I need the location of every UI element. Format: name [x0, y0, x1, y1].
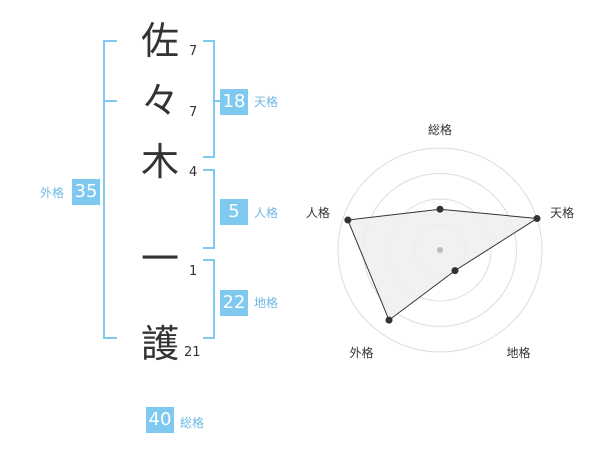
- soukaku-label: 総格: [180, 416, 205, 430]
- stroke-count-2: 7: [189, 105, 198, 120]
- gaikaku-label: 外格: [40, 186, 65, 200]
- name-char-4: 一: [141, 237, 180, 281]
- radar-axis-label: 総格: [428, 122, 452, 137]
- radar-axis-label: 外格: [349, 345, 373, 360]
- tenkaku-label: 天格: [254, 95, 279, 109]
- radar-point-3: [451, 267, 459, 275]
- radar-point-4: [385, 316, 393, 324]
- jinkaku-bracket: [203, 169, 215, 249]
- name-char-2: 々: [141, 79, 180, 123]
- radar-data-area: [347, 208, 539, 321]
- name-char-3: 木: [141, 140, 180, 184]
- stroke-count-3: 4: [189, 165, 198, 180]
- chikaku-badge: 22: [220, 290, 248, 316]
- soukaku-badge: 40: [146, 407, 174, 433]
- stroke-count-4: 1: [189, 264, 198, 279]
- radar-grid-ring: [337, 147, 543, 353]
- jinkaku-badge: 5: [220, 199, 248, 225]
- gaikaku-bracket: [103, 40, 117, 339]
- chikaku-bracket: [203, 259, 215, 339]
- tenkaku-bracket: [203, 40, 215, 158]
- chikaku-label: 地格: [254, 296, 279, 310]
- radar-axis-label: 人格: [306, 205, 330, 220]
- radar-point-2: [533, 214, 541, 222]
- name-char-1: 佐: [141, 19, 180, 63]
- tenkaku-badge: 18: [220, 89, 248, 115]
- stroke-count-1: 7: [189, 44, 198, 59]
- radar-center-dot: [437, 247, 443, 253]
- gaikaku-badge: 35: [72, 179, 100, 205]
- radar-axis-label: 天格: [550, 205, 574, 220]
- stroke-count-5: 21: [184, 345, 201, 360]
- name-char-5: 護: [141, 322, 180, 366]
- radar-axis-label: 地格: [507, 345, 531, 360]
- radar-point-1: [436, 205, 444, 213]
- radar-point-5: [344, 216, 352, 224]
- jinkaku-label: 人格: [254, 206, 279, 220]
